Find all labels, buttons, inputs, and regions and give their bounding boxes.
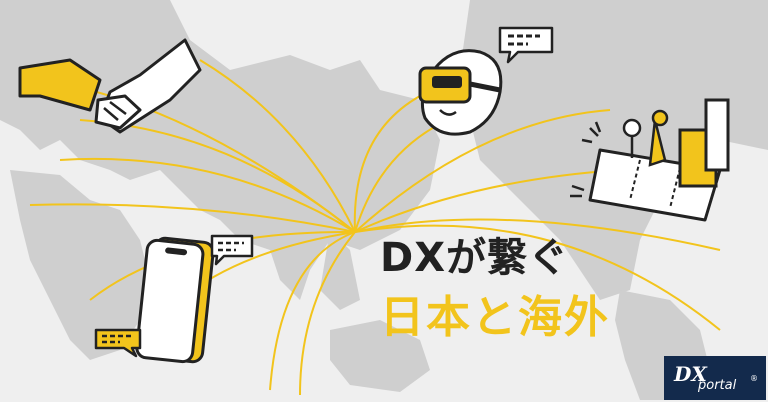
chat-bubble-icon bbox=[94, 328, 142, 358]
headline-line2: 日本と海外 bbox=[380, 292, 610, 343]
chat-bubble-icon bbox=[498, 26, 554, 64]
chat-bubble-icon bbox=[210, 234, 254, 266]
registered-mark: ® bbox=[750, 374, 758, 383]
vr-headset-icon bbox=[418, 49, 503, 136]
headline-line1: DXが繋ぐ bbox=[380, 235, 570, 281]
headline: DXが繋ぐ 日本と海外 bbox=[380, 238, 610, 340]
logo-portal-text: portal bbox=[698, 378, 737, 393]
handshake-icon bbox=[18, 38, 202, 134]
ar-city-icon bbox=[570, 98, 730, 222]
logo-dx-text: DX bbox=[674, 362, 707, 386]
dx-portal-logo[interactable]: DX portal ® bbox=[664, 356, 766, 400]
smartphone-icon bbox=[135, 236, 215, 364]
